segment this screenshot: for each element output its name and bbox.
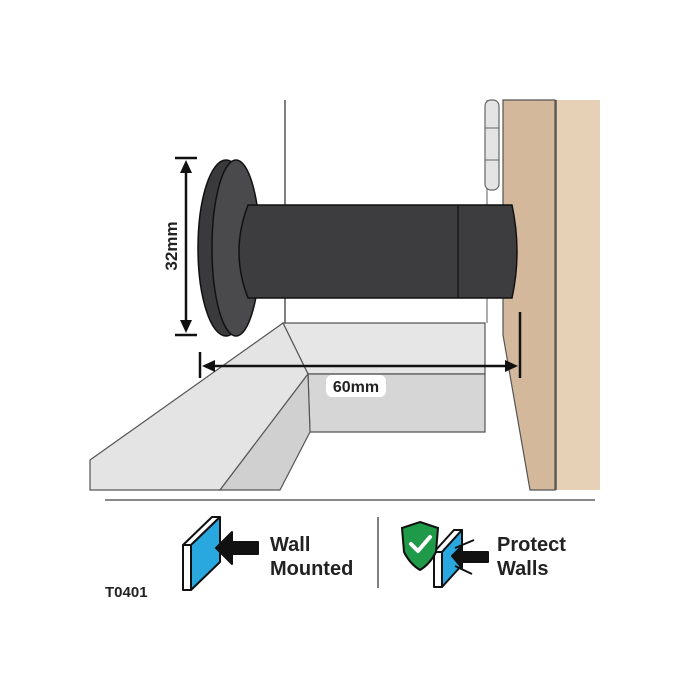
projection-dimension	[198, 312, 522, 378]
shield-check-icon	[400, 520, 440, 572]
feature-protect-walls-line1: Protect	[497, 534, 566, 556]
projection-label: 60mm	[333, 379, 379, 396]
product-code: T0401	[105, 584, 148, 601]
protect-wall-icon	[433, 529, 489, 588]
feature-protect-walls-line2: Walls	[497, 558, 549, 580]
door	[502, 99, 600, 491]
projection-label-bg	[326, 375, 386, 397]
height-label: 32mm	[162, 221, 181, 270]
height-dimension	[175, 156, 197, 337]
feature-wall-mounted-line1: Wall	[270, 534, 310, 556]
skirting-board	[89, 322, 486, 491]
hinge-icon	[484, 99, 500, 191]
door-stop	[197, 159, 518, 337]
feature-wall-mounted-line2: Mounted	[270, 558, 353, 580]
wall-mount-icon	[182, 516, 259, 591]
